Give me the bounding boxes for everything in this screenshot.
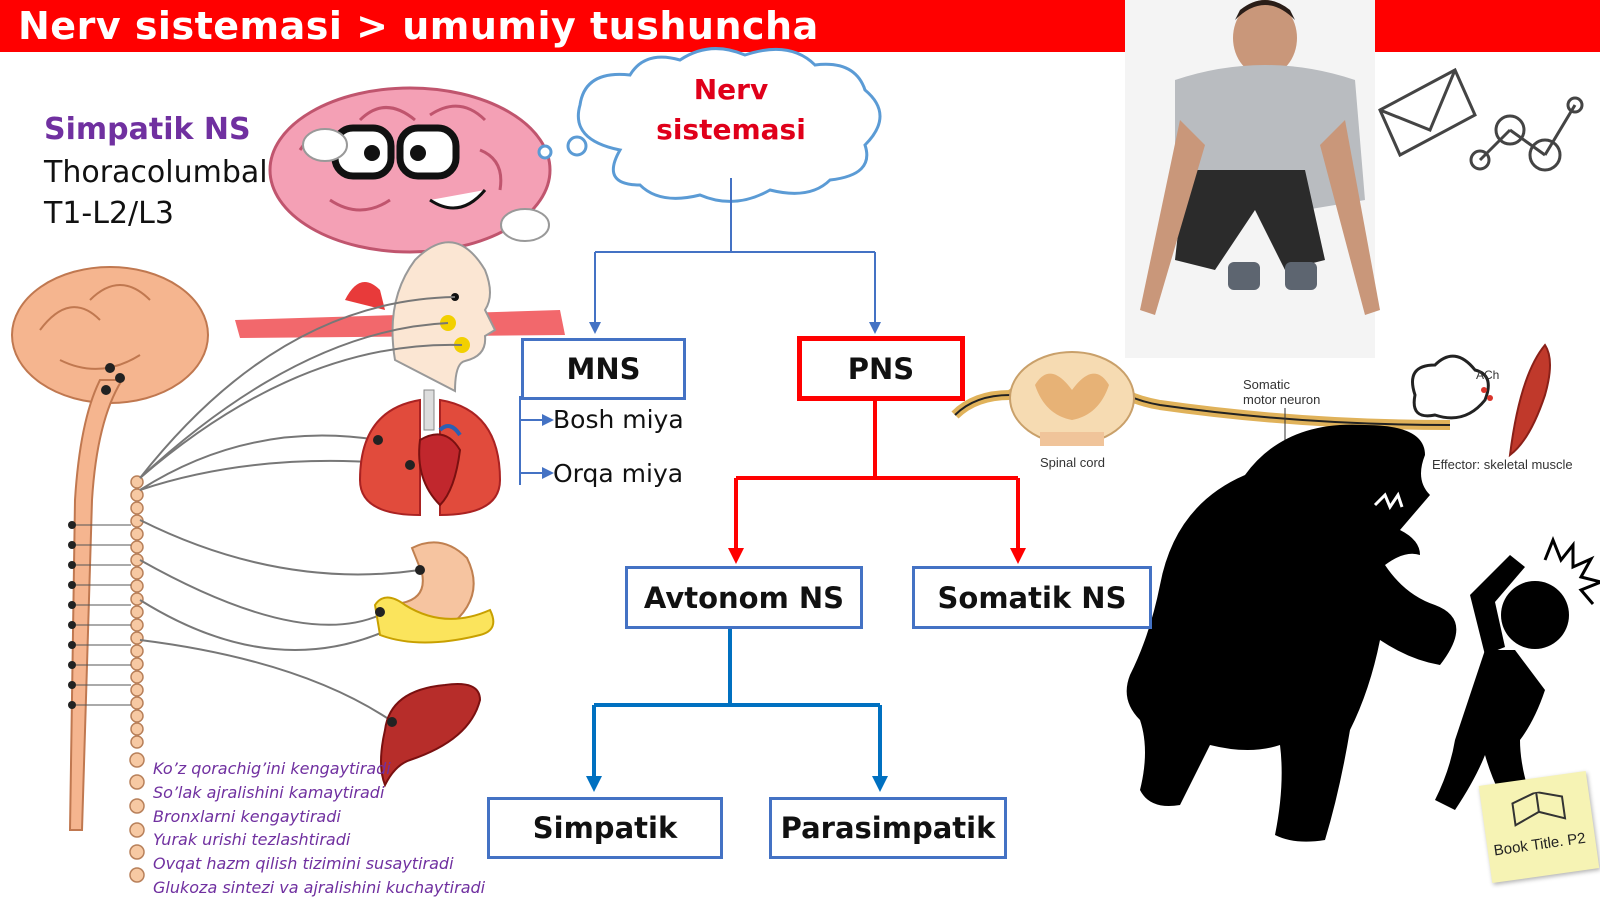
tree-arrowheads-blue xyxy=(542,322,881,479)
head-profile-icon xyxy=(391,241,497,393)
liver-icon xyxy=(380,683,482,788)
page-title: Nerv sistemasi > umumiy tushuncha xyxy=(18,4,819,48)
mns-item-brain: Bosh miya xyxy=(553,405,684,434)
motor-neuron-label-line2: motor neuron xyxy=(1243,392,1321,407)
tree-connectors-red xyxy=(734,398,1020,550)
tree-arrowheads-autonomic xyxy=(586,776,888,792)
ach-label: ACh xyxy=(1476,368,1500,382)
tree-connectors-autonomic xyxy=(592,627,882,778)
spinal-cord-label: Spinal cord xyxy=(1040,455,1106,470)
effect-item: Ovqat hazm qilish tizimini susaytiradi xyxy=(153,854,454,874)
book-icon xyxy=(1511,791,1567,827)
effect-item: Ko’z qorachig’ini kengaytiradi xyxy=(153,759,391,778)
sympathetic-chain xyxy=(129,475,145,883)
parasympathetic-box: Parasimpatik xyxy=(769,797,1007,859)
envelope-icon xyxy=(1378,67,1477,158)
effect-item: So’lak ajralishini kamaytiradi xyxy=(153,782,385,802)
autonomic-ns-label: Avtonom NS xyxy=(643,580,845,615)
sticky-note: Book Title. P2 xyxy=(1478,770,1600,884)
effector-label: Effector: skeletal muscle xyxy=(1432,457,1573,472)
pns-label: PNS xyxy=(847,351,915,386)
effect-item: Yurak urishi tezlashtiradi xyxy=(153,830,351,850)
effect-item: Bronxlarni kengaytiradi xyxy=(153,806,341,826)
scared-person-icon xyxy=(1435,535,1600,820)
parasympathetic-label: Parasimpatik xyxy=(780,811,996,845)
sympathetic-heading: Simpatik NS Thoracolumbal T1-L2/L3 xyxy=(44,112,268,231)
autonomic-ns-box: Avtonom NS xyxy=(625,566,863,629)
spinal-ganglia xyxy=(68,521,76,709)
sympathetic-title: Simpatik NS xyxy=(44,112,251,147)
chain-connectors xyxy=(76,524,131,706)
motor-neuron-label: Somatic motor neuron xyxy=(1243,377,1320,407)
lungs-heart-icon xyxy=(358,389,502,517)
sympathetic-box: Simpatik xyxy=(487,797,723,859)
tree-arrowheads-red xyxy=(728,548,1026,564)
root-node-label: Nerv sistemasi xyxy=(650,70,812,150)
root-label-line1: Nerv xyxy=(693,73,769,106)
mns-item-spinal: Orqa miya xyxy=(553,459,684,488)
bear-silhouette-icon xyxy=(1126,424,1457,842)
motor-neuron-label-line1: Somatic xyxy=(1243,377,1290,392)
sympathetic-segments: T1-L2/L3 xyxy=(44,196,174,231)
note-text: Book Title. P2 xyxy=(1492,829,1587,860)
somatic-ns-box: Somatik NS xyxy=(912,566,1152,629)
cartoon-brain-icon xyxy=(268,86,552,310)
mns-box: MNS xyxy=(521,338,686,400)
sympathetic-region: Thoracolumbal xyxy=(44,155,268,190)
root-label-line2: sistemasi xyxy=(656,113,806,146)
runner-photo xyxy=(1125,0,1380,358)
network-molecule-icon xyxy=(1469,96,1584,172)
effect-item: Glukoza sintezi va ajralishini kuchaytir… xyxy=(153,877,486,897)
brain-spinal-cord-icon xyxy=(11,266,209,831)
stomach-pancreas-icon xyxy=(373,541,495,644)
thought-cloud xyxy=(537,47,882,203)
reflex-arc-diagram xyxy=(951,343,1551,458)
pns-box: PNS xyxy=(797,336,965,401)
tree-connectors-blue xyxy=(519,178,876,485)
mns-label: MNS xyxy=(566,352,641,386)
somatic-ns-label: Somatik NS xyxy=(937,580,1127,615)
sympathetic-label: Simpatik xyxy=(532,811,678,845)
sympathetic-effects-list: Ko’z qorachig’ini kengaytiradi So’lak aj… xyxy=(153,757,485,900)
